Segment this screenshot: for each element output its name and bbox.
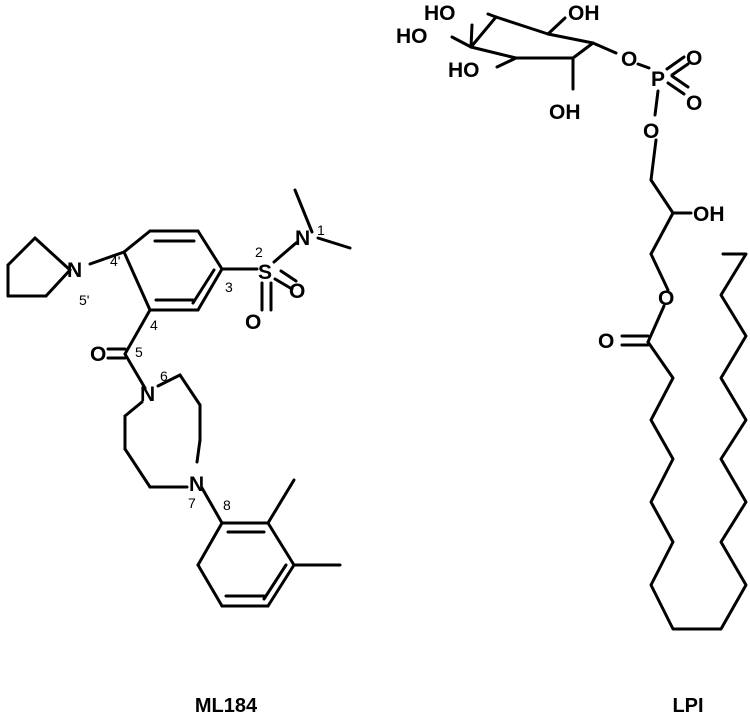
atom-ho-2: HO xyxy=(396,25,428,48)
atom-p: P xyxy=(651,68,665,91)
locant-4: 4 xyxy=(150,317,158,333)
locant-4-prime: 4' xyxy=(110,253,120,269)
atom-ho-3: HO xyxy=(448,59,480,82)
locant-2: 2 xyxy=(255,244,263,260)
atom-s: S xyxy=(258,261,272,284)
lpi-structure: HO OH HO HO OH O P O O O OH O O LPI xyxy=(396,2,748,717)
atom-o-ring: O xyxy=(621,48,637,71)
atom-o-sulfonyl-2: O xyxy=(289,280,305,303)
locant-7: 7 xyxy=(188,495,196,511)
locant-5: 5 xyxy=(135,344,143,360)
ester-group xyxy=(620,304,666,347)
atom-n-sulfonamide: N xyxy=(295,227,310,250)
sulfonamide-group xyxy=(220,188,352,312)
amide-carbonyl xyxy=(106,308,152,390)
atom-ho-1: HO xyxy=(424,2,456,25)
atom-o-p-1: O xyxy=(686,47,702,70)
atom-oh-1: OH xyxy=(568,2,600,25)
ml184-structure: N S O O N O N N 1 2 3 4 4' 5 5' 6 7 8 ML… xyxy=(6,188,352,717)
atom-n-aryl: N xyxy=(189,473,204,496)
locant-8: 8 xyxy=(223,497,231,513)
atom-n-amide: N xyxy=(140,383,155,406)
atom-o-ester: O xyxy=(658,287,674,310)
atom-o-carbonyl: O xyxy=(598,330,614,353)
ml184-caption: ML184 xyxy=(195,695,258,717)
atom-n-pyrrolidine: N xyxy=(67,259,82,282)
phosphate-group xyxy=(636,55,690,117)
atom-oh-2: OH xyxy=(549,101,581,124)
glycerol-backbone xyxy=(649,138,693,292)
atom-o-p-2: O xyxy=(686,92,702,115)
pyrrolidine-ring xyxy=(6,236,126,298)
atom-o-sulfonyl-1: O xyxy=(245,311,261,334)
piperazine-ring xyxy=(123,373,202,489)
atom-o-p-3: O xyxy=(643,120,659,143)
locant-3: 3 xyxy=(225,279,233,295)
atom-oh-3: OH xyxy=(693,203,725,226)
locant-1: 1 xyxy=(317,222,325,238)
locant-5-prime: 5' xyxy=(79,292,89,308)
locant-6: 6 xyxy=(160,368,168,384)
acyl-chain xyxy=(646,252,748,631)
dimethylphenyl-ring xyxy=(196,478,342,608)
lpi-caption: LPI xyxy=(672,695,703,717)
benzene-ring-central xyxy=(122,229,224,312)
inositol-ring xyxy=(450,12,618,91)
atom-o-carbonyl: O xyxy=(90,343,106,366)
